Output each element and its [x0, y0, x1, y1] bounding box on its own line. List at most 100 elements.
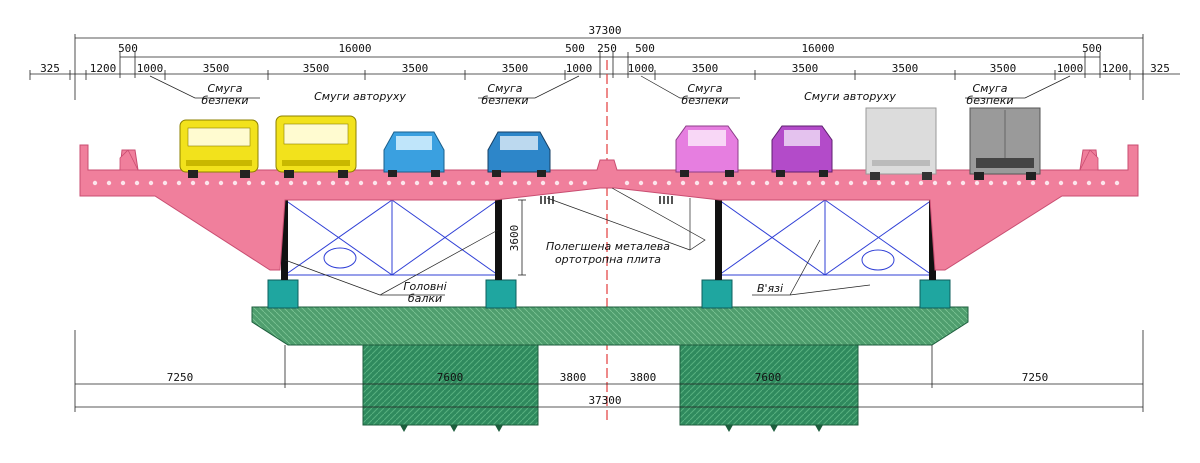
- median-width: 250: [597, 42, 617, 55]
- left-sidewalk-width: 325: [40, 62, 60, 75]
- deck-hole: [1044, 180, 1050, 186]
- vehicle-minivan-2: [771, 125, 833, 177]
- bracing-label: В'язі: [757, 282, 783, 295]
- deck-hole: [92, 180, 98, 186]
- bearing-1: [267, 279, 299, 309]
- right-sidewalk-width: 325: [1150, 62, 1170, 75]
- deck-hole: [680, 180, 686, 186]
- left-lane-3500-b: 3500: [303, 62, 330, 75]
- deck-hole: [582, 180, 588, 186]
- deck-hole: [134, 180, 140, 186]
- right-edge-500: 500: [1082, 42, 1102, 55]
- deck-hole: [876, 180, 882, 186]
- deck-hole: [624, 180, 630, 186]
- deck-hole: [484, 180, 490, 186]
- deck-hole: [456, 180, 462, 186]
- deck-hole: [470, 180, 476, 186]
- deck-hole: [806, 180, 812, 186]
- deck-hole: [442, 180, 448, 186]
- deck-hole: [750, 180, 756, 186]
- deck-hole: [274, 180, 280, 186]
- deck-hole: [120, 180, 126, 186]
- pier-column-left: [362, 344, 539, 426]
- deck-hole: [778, 180, 784, 186]
- deck-hole: [316, 180, 322, 186]
- bottom-left-pier: 7600: [437, 371, 464, 384]
- bottom-dimensions: 7250 7600 3800 3800 7600 7250 37300: [74, 330, 1144, 412]
- right-lane-3500-b: 3500: [792, 62, 819, 75]
- deck-hole: [1002, 180, 1008, 186]
- right-lane-1000-b: 1000: [1057, 62, 1084, 75]
- deck-hole: [512, 180, 518, 186]
- deck-hole: [554, 180, 560, 186]
- bearing-4: [919, 279, 951, 309]
- deck-hole: [190, 180, 196, 186]
- deck-hole: [302, 180, 308, 186]
- deck-hole: [736, 180, 742, 186]
- deck-hole: [974, 180, 980, 186]
- bearing-2: [485, 279, 517, 309]
- deck-hole: [1086, 180, 1092, 186]
- vehicle-truck-1: [865, 107, 937, 180]
- right-lane-3500-c: 3500: [892, 62, 919, 75]
- vehicle-truck-2: [969, 107, 1041, 180]
- bottom-right-overhang: 7250: [1022, 371, 1049, 384]
- deck-hole: [162, 180, 168, 186]
- deck-hole: [988, 180, 994, 186]
- ortho-plate-label-1: Полегшена металева: [546, 240, 670, 253]
- vehicle-car-1: [383, 131, 445, 177]
- deck-hole: [666, 180, 672, 186]
- deck-hole: [932, 180, 938, 186]
- deck-hole: [540, 180, 546, 186]
- bearings: [267, 279, 951, 309]
- safety-strip-label-4a: Смуга: [972, 82, 1007, 95]
- deck-hole: [1114, 180, 1120, 186]
- traffic-lanes-label-right: Смуги авторуху: [804, 90, 896, 103]
- right-center-500: 500: [635, 42, 655, 55]
- deck-hole: [568, 180, 574, 186]
- deck-hole: [400, 180, 406, 186]
- right-lane-1000-a: 1000: [628, 62, 655, 75]
- deck-hole: [904, 180, 910, 186]
- deck-hole: [764, 180, 770, 186]
- deck-hole: [890, 180, 896, 186]
- pier-column-right: [679, 344, 859, 426]
- left-lane-3500-a: 3500: [203, 62, 230, 75]
- safety-strip-label-3a: Смуга: [687, 82, 722, 95]
- bottom-right-center: 3800: [630, 371, 657, 384]
- left-lane-1000-a: 1000: [137, 62, 164, 75]
- safety-strip-label-2b: безпеки: [481, 94, 528, 107]
- safety-strip-label-1a: Смуга: [207, 82, 242, 95]
- deck-hole: [1058, 180, 1064, 186]
- structure-labels: Полегшена металева ортотропна плита Голо…: [284, 187, 871, 305]
- left-lane-1000-b: 1000: [566, 62, 593, 75]
- traffic-lanes-label-left: Смуги авторуху: [314, 90, 406, 103]
- deck-hole: [414, 180, 420, 186]
- left-carriage-width: 16000: [338, 42, 371, 55]
- vehicle-van-1: [179, 119, 259, 178]
- deck-hole: [288, 180, 294, 186]
- deck-hole: [722, 180, 728, 186]
- deck-hole: [848, 180, 854, 186]
- deck-hole: [960, 180, 966, 186]
- deck-hole: [176, 180, 182, 186]
- lane-labels: Смуга безпеки Смуги авторуху Смуга безпе…: [149, 75, 1071, 107]
- deck-hole: [372, 180, 378, 186]
- deck-hole: [386, 180, 392, 186]
- deck-hole: [498, 180, 504, 186]
- bearing-3: [701, 279, 733, 309]
- deck-hole: [820, 180, 826, 186]
- deck-hole: [218, 180, 224, 186]
- deck-hole: [792, 180, 798, 186]
- deck-hole: [428, 180, 434, 186]
- right-lane-3500-d: 3500: [990, 62, 1017, 75]
- main-beams-label-2: балки: [408, 292, 442, 305]
- overall-width-bottom: 37300: [588, 394, 621, 407]
- deck-hole: [834, 180, 840, 186]
- right-lane-3500-a: 3500: [692, 62, 719, 75]
- deck-hole: [344, 180, 350, 186]
- bottom-right-pier: 7600: [755, 371, 782, 384]
- deck-hole: [526, 180, 532, 186]
- safety-strip-label-4b: безпеки: [966, 94, 1013, 107]
